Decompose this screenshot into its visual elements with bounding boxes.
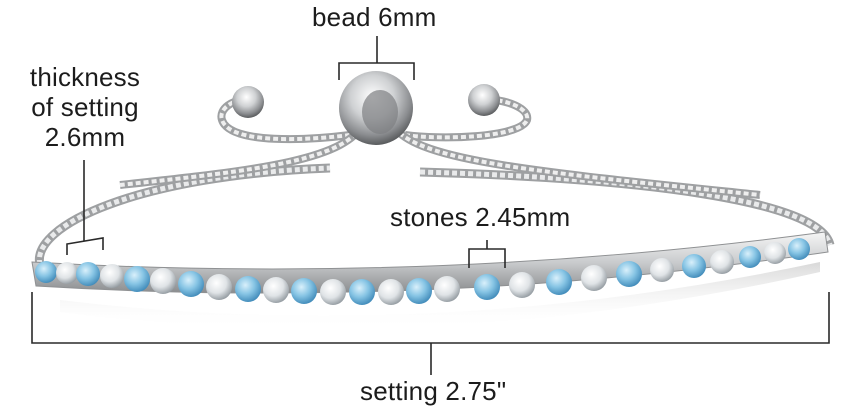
bead-size-label: bead 6mm — [312, 2, 437, 32]
end-bead-right — [468, 84, 500, 116]
stones-bracket — [468, 240, 506, 268]
thickness-label-line-1: thickness — [29, 62, 141, 92]
end-bead-left — [232, 86, 264, 118]
setting-bracket — [31, 292, 830, 375]
thickness-label-line-2: of setting — [31, 92, 139, 122]
thickness-label: thickness of setting 2.6mm — [22, 62, 148, 152]
setting-length-label: setting 2.75" — [360, 376, 507, 406]
dimension-lines — [31, 36, 830, 375]
stone-row — [35, 238, 810, 305]
stones-size-label: stones 2.45mm — [390, 202, 571, 232]
bead-bracket — [338, 36, 415, 80]
setting-shadow — [60, 262, 820, 329]
thickness-bracket — [66, 160, 104, 255]
thickness-label-line-3: 2.6mm — [44, 122, 126, 152]
